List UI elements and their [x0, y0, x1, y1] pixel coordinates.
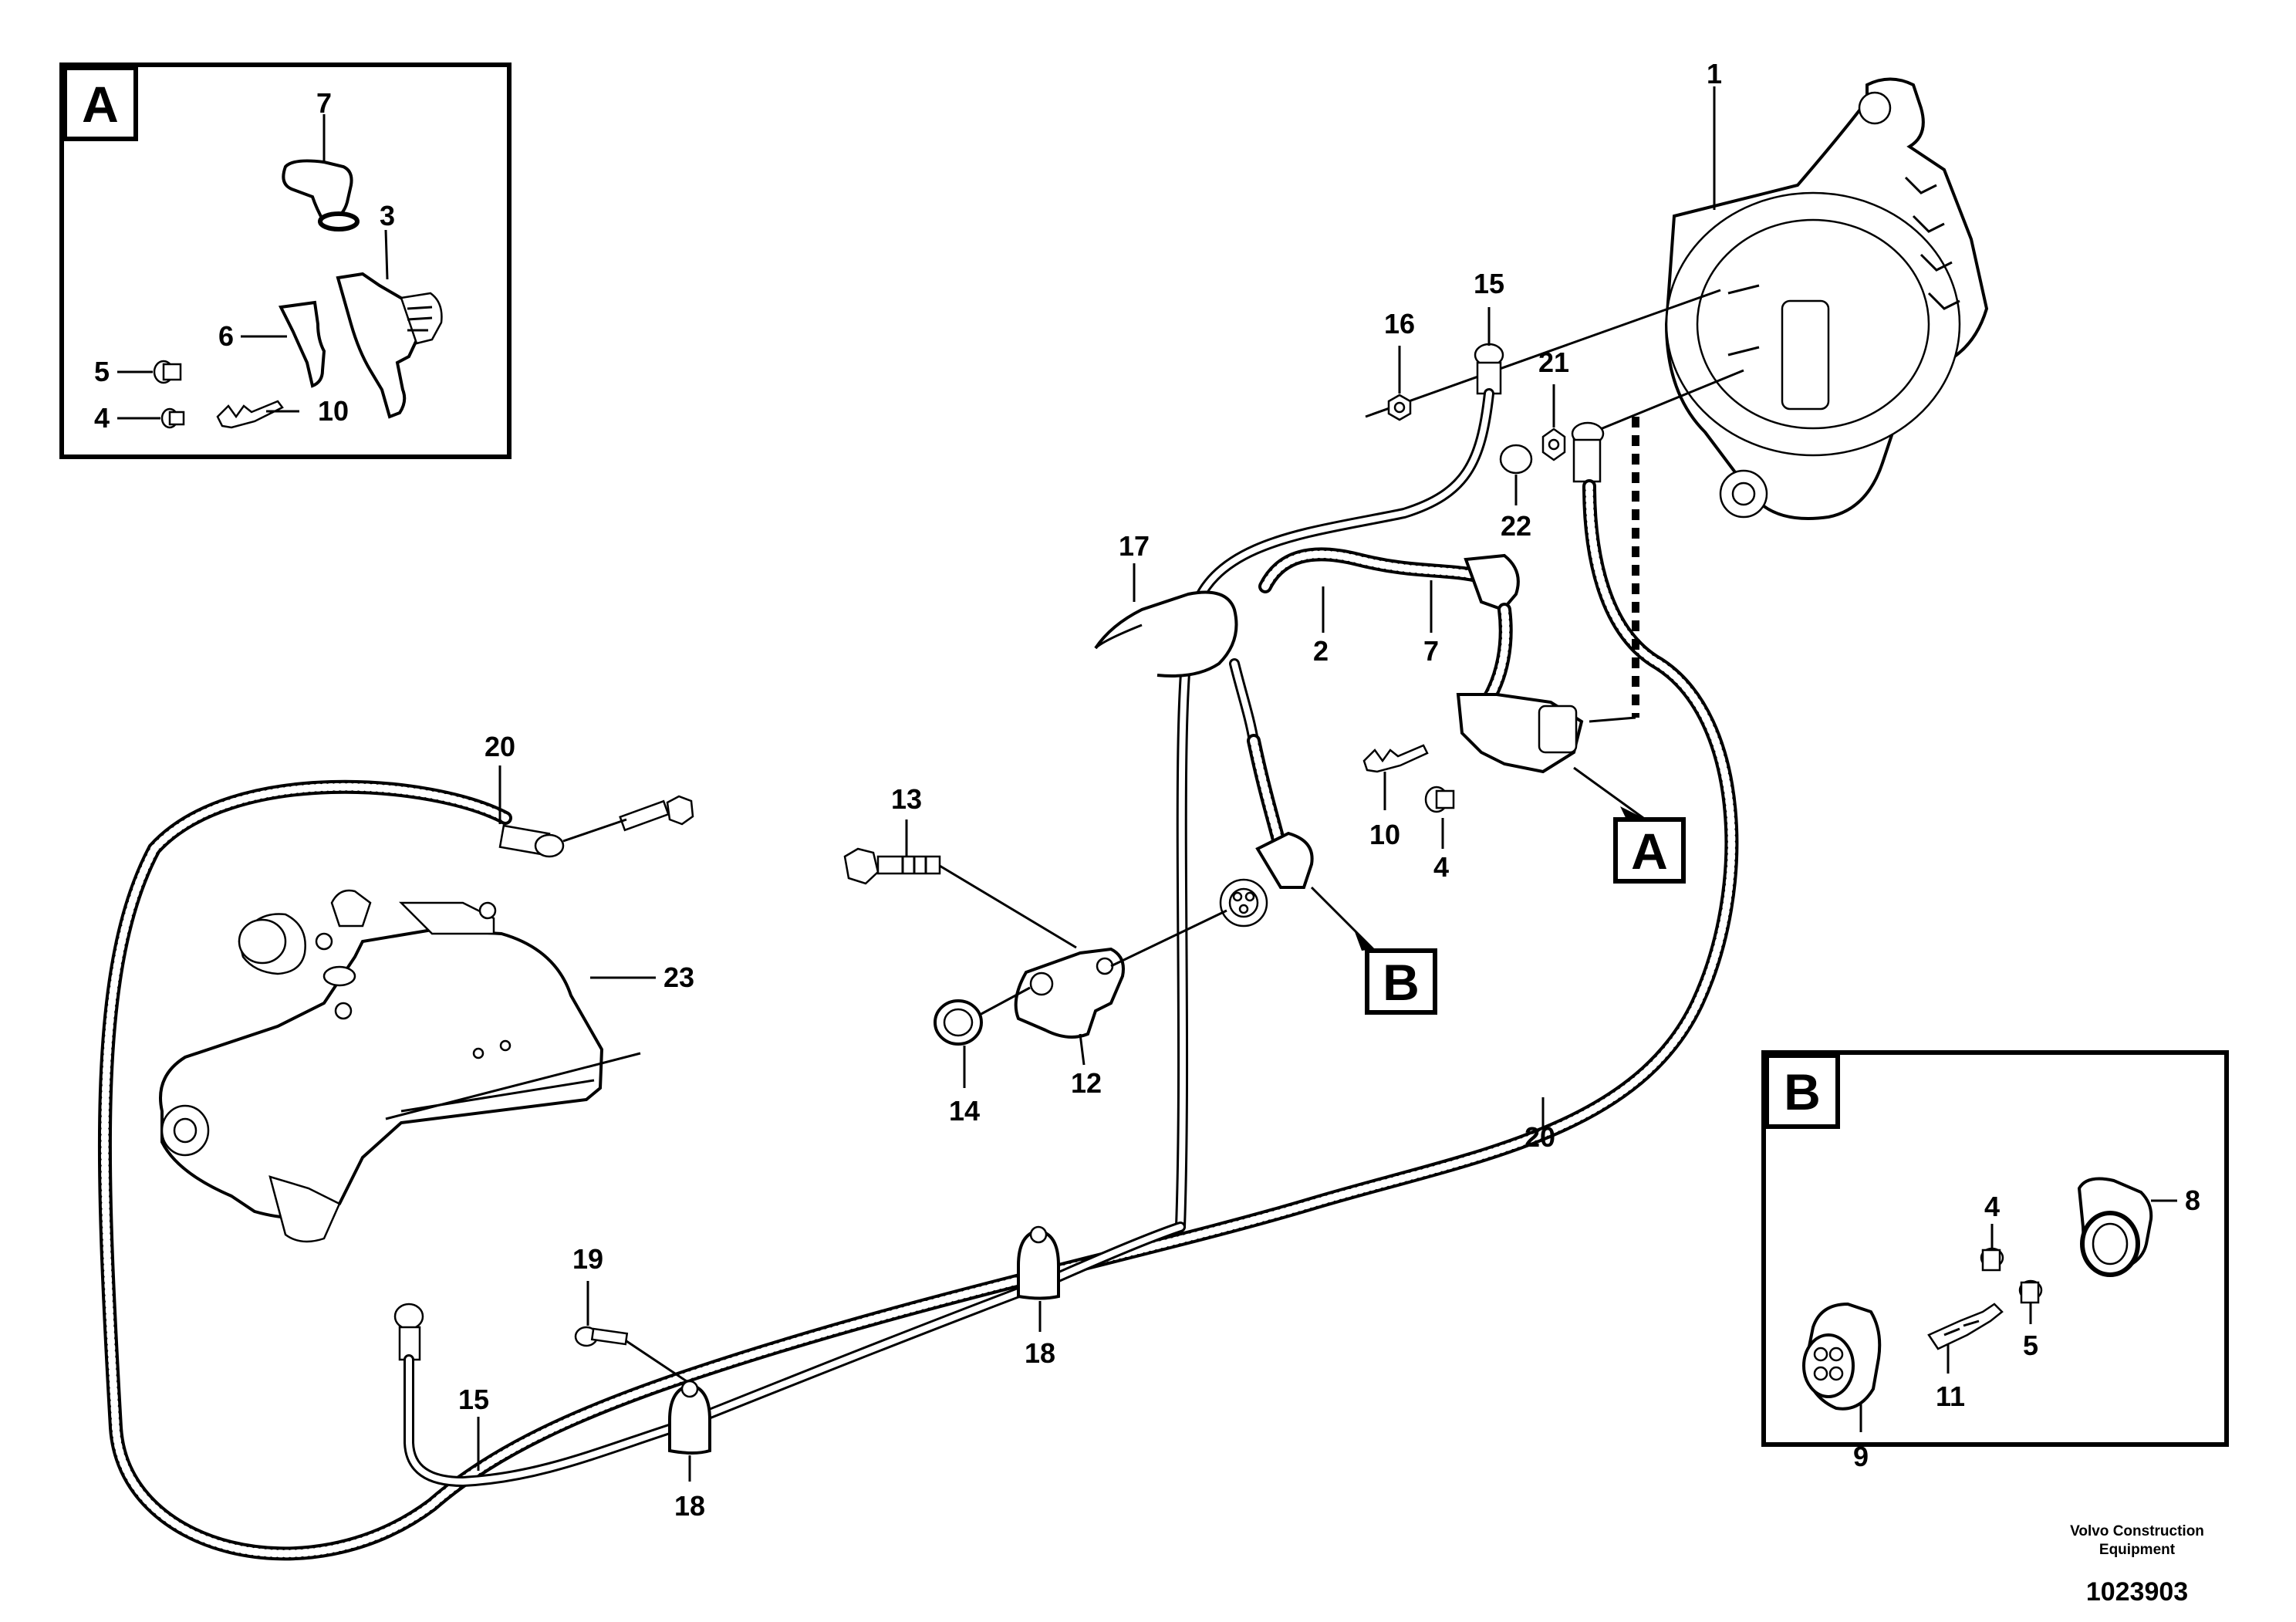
part-num-inset-a-4: 4 [94, 402, 110, 434]
starter-motor-icon [159, 889, 641, 1243]
inset-b-letter: B [1784, 1063, 1821, 1120]
nut-21-icon [1541, 427, 1566, 461]
part-num-inset-a-6: 6 [218, 320, 234, 352]
part-num-inset-b-9: 9 [1853, 1441, 1869, 1472]
part-num-20-right: 20 [1524, 1121, 1555, 1153]
nut-16-icon [1387, 394, 1412, 421]
nut-14-icon [934, 999, 983, 1046]
cable-tie-17-icon [1094, 590, 1238, 678]
part-num-inset-a-10: 10 [318, 395, 349, 427]
inset-b-screw-4-icon [1980, 1247, 2004, 1272]
part-num-18-bottom: 18 [674, 1490, 705, 1522]
inset-a: A 7 3 6 5 [59, 63, 512, 459]
footer-credit-line1: Volvo Construction [2070, 1523, 2204, 1539]
screw-19-icon [574, 1326, 629, 1347]
part-num-20-top: 20 [485, 731, 515, 762]
cable-20-right-icon [97, 421, 1739, 1561]
inset-b-connector-icon [1802, 1302, 1882, 1411]
inset-b-elbow-icon [2077, 1177, 2153, 1277]
part-num-inset-b-8: 8 [2185, 1184, 2200, 1216]
part-num-12: 12 [1071, 1067, 1102, 1099]
clamp-18-bottom-icon [668, 1380, 711, 1455]
part-num-13: 13 [891, 783, 922, 815]
clamp-18-mid-icon [1017, 1225, 1060, 1300]
part-num-1: 1 [1707, 58, 1722, 90]
cable-20-top-terminal-icon [498, 795, 694, 858]
part-num-23: 23 [663, 961, 694, 993]
part-num-17: 17 [1119, 530, 1150, 562]
cable-15-top-icon [1175, 343, 1504, 1232]
part-num-inset-a-3: 3 [380, 200, 395, 231]
cap-22-icon [1499, 444, 1533, 475]
part-num-inset-a-5: 5 [94, 356, 110, 387]
part-num-inset-a-7: 7 [316, 87, 332, 119]
footer-doc-number: 1023903 [2086, 1577, 2188, 1607]
part-num-15-bottom: 15 [458, 1384, 489, 1415]
callout-a: A [1631, 823, 1668, 880]
part-num-10-main: 10 [1369, 819, 1400, 850]
part-num-16: 16 [1384, 308, 1415, 340]
alternator-icon [1664, 77, 1989, 520]
part-num-7-main: 7 [1423, 635, 1439, 667]
footer-credit-line2: Equipment [2099, 1542, 2176, 1558]
harness-2-icon [1258, 547, 1584, 774]
screw-4-main-icon [1424, 786, 1455, 813]
inset-a-screw-4-icon [160, 407, 185, 429]
part-num-18-mid: 18 [1025, 1337, 1055, 1369]
inset-b: B 8 4 5 11 [1761, 1050, 2229, 1472]
inset-a-letter: A [82, 76, 119, 133]
inset-a-screw-5-icon [153, 360, 182, 384]
bolt-13-icon [843, 847, 941, 885]
part-num-inset-b-11: 11 [1936, 1380, 1965, 1412]
terminal-10-main-icon [1362, 744, 1429, 773]
cable-15-bottom-icon [393, 1303, 684, 1488]
inset-b-screw-5-icon [2018, 1279, 2043, 1304]
part-num-15-top: 15 [1474, 268, 1504, 299]
inset-a-connector-icon [336, 272, 443, 419]
part-num-19: 19 [572, 1243, 603, 1275]
part-num-21: 21 [1538, 346, 1569, 378]
part-num-14: 14 [949, 1095, 980, 1127]
callout-b: B [1383, 954, 1420, 1011]
harness-branch-b-icon [1219, 658, 1314, 928]
part-num-inset-b-4: 4 [1984, 1191, 2000, 1222]
part-num-2: 2 [1313, 635, 1329, 667]
inset-a-terminal-icon [216, 400, 284, 429]
inset-a-cover-icon [278, 300, 326, 388]
part-num-inset-b-5: 5 [2023, 1330, 2038, 1361]
part-num-4-main: 4 [1433, 851, 1449, 883]
bracket-12-icon [1014, 947, 1125, 1039]
part-num-22: 22 [1501, 510, 1531, 542]
